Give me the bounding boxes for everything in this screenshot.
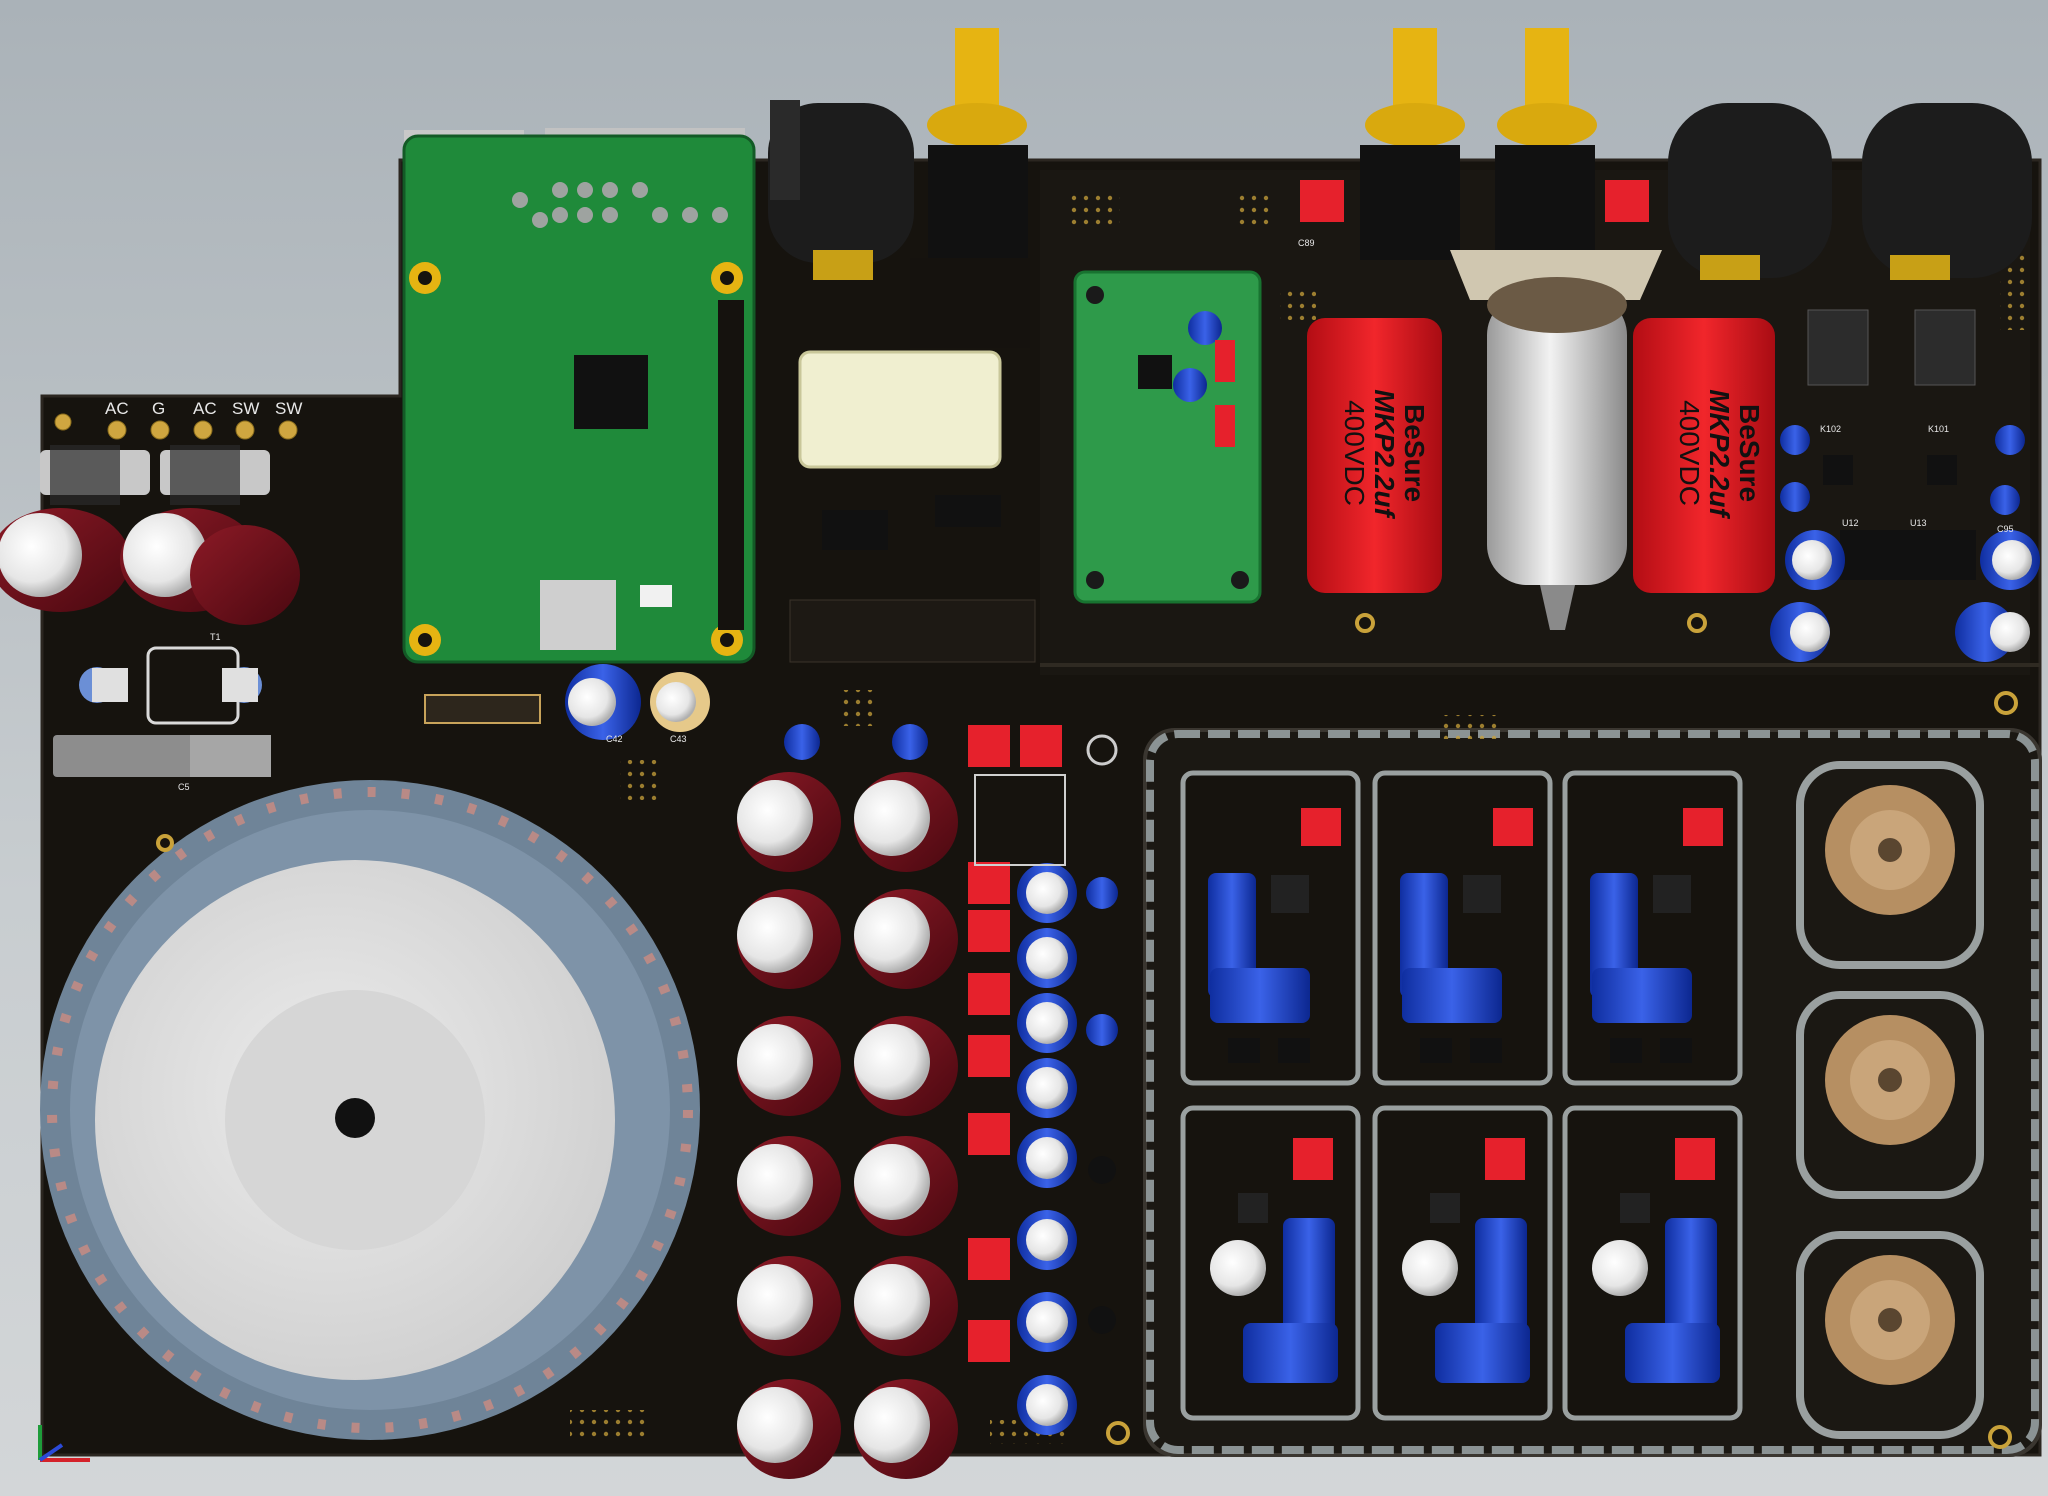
k101-refdes: K101 [1928, 424, 1949, 434]
vacuum-tube [1450, 250, 1662, 630]
fuse-holder: T1 [79, 632, 262, 725]
axis-indicator [38, 1425, 90, 1462]
terminal-label-ac1: AC [105, 399, 129, 418]
relay [798, 350, 1002, 469]
u12-refdes: U12 [1842, 518, 1859, 528]
c95-refdes: C95 [1997, 524, 2014, 534]
ic-cluster [789, 495, 1036, 663]
xlr-connector-left [768, 100, 914, 280]
film-cap-right-model: MKP2.2uf [1704, 389, 1735, 519]
power-capacitor-bank [737, 772, 958, 1479]
mounting-holes [156, 613, 2018, 1449]
terminal-block: AC G AC SW SW [40, 399, 302, 505]
u13-refdes: U13 [1910, 518, 1927, 528]
film-capacitor-right: BeSure MKP2.2uf 400VDC [1633, 318, 1775, 593]
toroidal-transformer [40, 780, 700, 1440]
film-cap-right-voltage: 400VDC [1674, 400, 1705, 506]
rca-jack-2 [1360, 28, 1465, 260]
fuse-refdes: T1 [210, 632, 221, 642]
c42-refdes: C42 [606, 734, 623, 744]
blue-capacitor-column [784, 724, 1118, 1435]
dac-module [1073, 270, 1262, 604]
c89-refdes: C89 [1298, 238, 1315, 248]
terminal-label-sw1: SW [232, 399, 259, 418]
terminal-label-ac2: AC [193, 399, 217, 418]
resistor-c5: C5 [53, 735, 271, 792]
c5-refdes: C5 [178, 782, 190, 792]
small-red-caps [968, 180, 1649, 1362]
rca-jack-1 [910, 28, 1030, 348]
raspberry-pi-board [402, 128, 756, 664]
terminal-label-sw2: SW [275, 399, 302, 418]
regulators-right: K102 K101 U12 U13 C95 [1770, 309, 2040, 662]
capacitors-c42-c43: C42 C43 [424, 664, 710, 744]
terminal-label-g: G [152, 399, 165, 418]
film-capacitor-left: BeSure MKP2.2uf 400VDC [1307, 318, 1442, 593]
film-cap-left-model: MKP2.2uf [1369, 389, 1400, 519]
film-cap-left-brand: BeSure [1399, 404, 1430, 502]
tube-sockets [1796, 761, 1984, 1439]
c43-refdes: C43 [670, 734, 687, 744]
rca-jack-3 [1495, 28, 1597, 260]
film-cap-right-brand: BeSure [1734, 404, 1765, 502]
xlr-connectors-right [1668, 103, 2032, 280]
film-cap-left-voltage: 400VDC [1339, 400, 1370, 506]
amp-modules [1180, 770, 1743, 1421]
power-capacitors-left [0, 508, 300, 625]
k102-refdes: K102 [1820, 424, 1841, 434]
